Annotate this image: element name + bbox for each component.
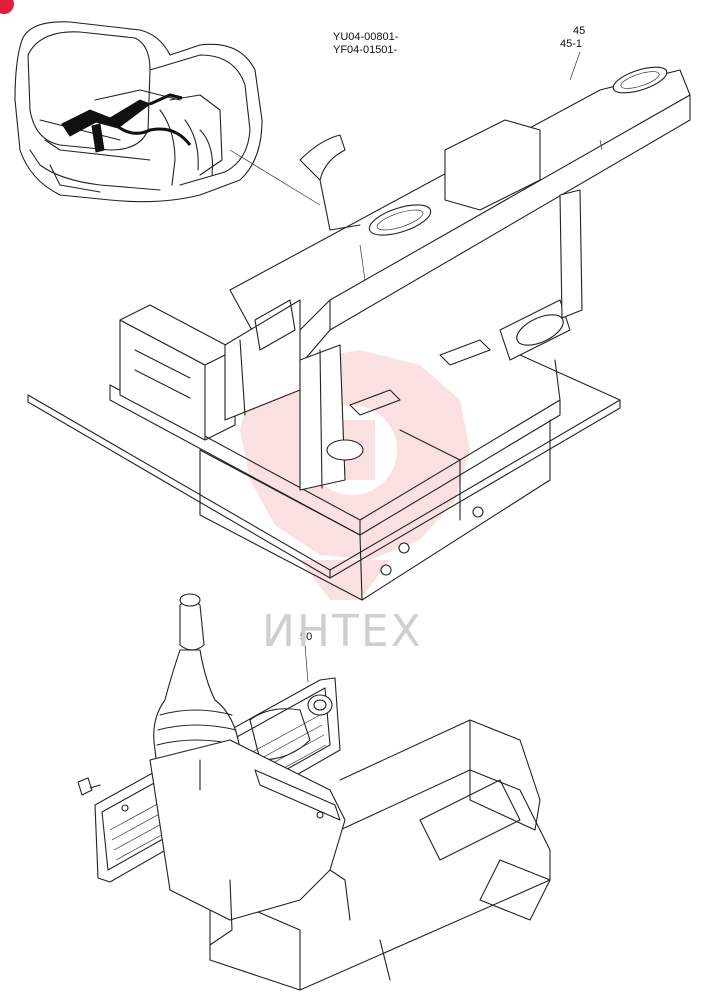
leader-lines (304, 51, 581, 683)
callout-45-1: 45-1 (560, 38, 583, 50)
serial-code-1: YU04-00801- (333, 31, 399, 43)
callout-45: 45 (573, 25, 586, 37)
callout-50: 50 (300, 631, 313, 643)
upper-assembly (27, 66, 691, 601)
lower-assembly (77, 593, 551, 991)
watermark-text: ИНТЕХ (262, 606, 423, 657)
serial-code-2: YF04-01501- (333, 44, 398, 56)
inset-machine-view (14, 21, 321, 206)
corner-badge (0, 0, 14, 14)
